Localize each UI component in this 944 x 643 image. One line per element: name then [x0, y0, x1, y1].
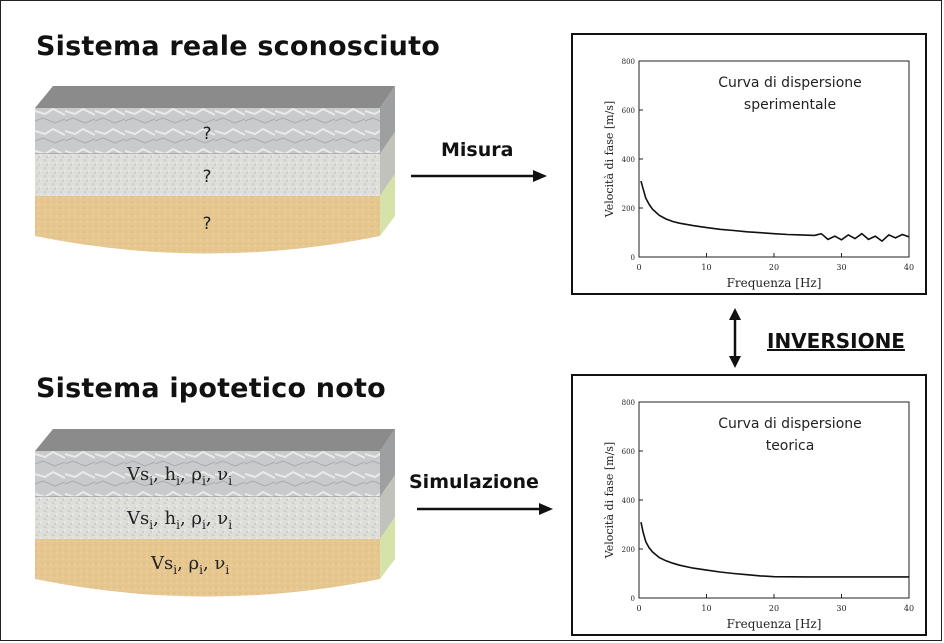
real-soil-model: ? ? ? [35, 86, 395, 254]
simulation-label: Simulazione [409, 471, 539, 493]
y-tick-label: 200 [622, 205, 635, 213]
x-axis-label: Frequenza [Hz] [727, 276, 822, 290]
inversion-arrow [729, 308, 741, 368]
curve-annotation: sperimentale [744, 97, 836, 113]
measure-label: Misura [441, 139, 514, 161]
x-tick-label: 10 [701, 604, 711, 613]
measure-arrow [411, 170, 547, 182]
layer-1-label: ? [202, 124, 211, 144]
svg-text:Vsi, hi, ρi, νi: Vsi, hi, ρi, νi [126, 508, 232, 532]
curve-annotation: Curva di dispersione [718, 416, 862, 432]
y-tick-label: 200 [622, 546, 635, 554]
hypothetical-system-title: Sistema ipotetico noto [36, 373, 386, 404]
x-tick-label: 40 [904, 263, 914, 272]
y-tick-label: 400 [622, 497, 635, 505]
y-tick-label: 800 [622, 58, 635, 66]
x-tick-label: 40 [904, 604, 914, 613]
x-tick-label: 10 [701, 263, 711, 272]
y-tick-label: 600 [622, 107, 635, 115]
curve-annotation: teorica [766, 438, 815, 454]
y-axis-label: Velocità di fase [m/s] [603, 101, 616, 218]
x-tick-label: 0 [636, 604, 641, 613]
y-tick-label: 400 [622, 156, 635, 164]
svg-text:Vsi, hi, ρi, νi: Vsi, hi, ρi, νi [126, 464, 232, 488]
inversion-label: INVERSIONE [767, 329, 905, 353]
x-tick-label: 30 [836, 604, 846, 613]
x-tick-label: 30 [836, 263, 846, 272]
dispersion-curve-line [640, 180, 910, 243]
x-tick-label: 0 [636, 263, 641, 272]
x-axis-label: Frequenza [Hz] [727, 617, 822, 631]
layer-3-params: Vsi, ρi, νi [150, 553, 229, 577]
y-tick-label: 0 [631, 595, 635, 603]
simulation-arrow [417, 503, 553, 515]
dispersion-curve-line [640, 521, 909, 578]
layer-3-label: ? [202, 214, 211, 234]
layer-2-label: ? [202, 167, 211, 187]
layer-1-params: Vsi, hi, ρi, νi [126, 464, 232, 488]
x-tick-label: 20 [769, 263, 779, 272]
y-tick-label: 0 [631, 254, 635, 262]
y-axis-label: Velocità di fase [m/s] [603, 442, 616, 559]
layer-2-params: Vsi, hi, ρi, νi [126, 508, 232, 532]
x-tick-label: 20 [769, 604, 779, 613]
hypothetical-soil-model: Vsi, hi, ρi, νi Vsi, hi, ρi, νi Vsi, ρi,… [35, 429, 395, 597]
real-system-title: Sistema reale sconosciuto [36, 31, 440, 62]
y-tick-label: 800 [622, 399, 635, 407]
svg-text:Vsi, ρi, νi: Vsi, ρi, νi [150, 553, 229, 577]
curve-annotation: Curva di dispersione [718, 75, 862, 91]
y-tick-label: 600 [622, 448, 635, 456]
